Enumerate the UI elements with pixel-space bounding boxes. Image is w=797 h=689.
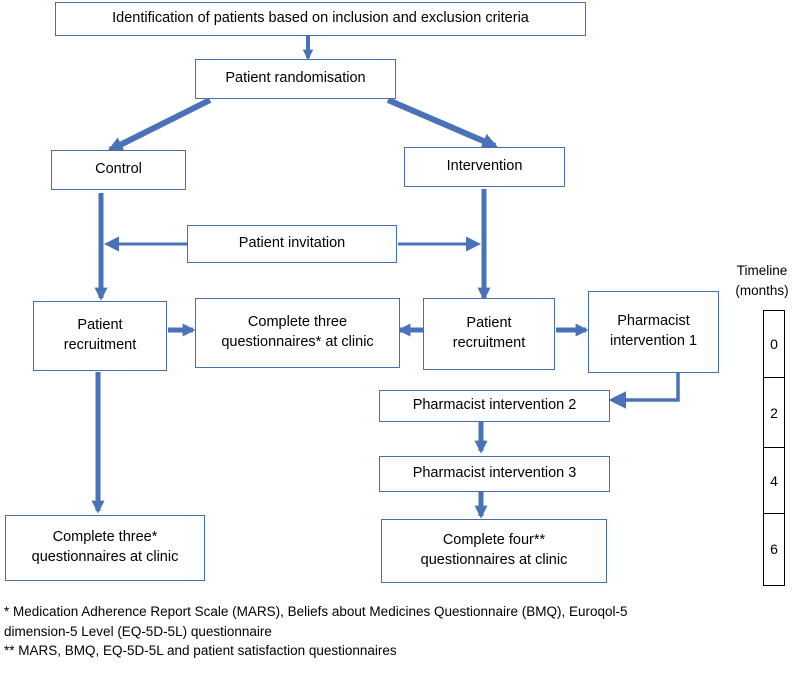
identification-label: Identification of patients based on incl… (112, 10, 529, 27)
recruitment-right-label: Patient recruitment (452, 315, 526, 351)
arrow-randomisation-to-control (107, 97, 212, 153)
intervention-label: Intervention (446, 158, 523, 175)
pharmacist-3-label: Pharmacist intervention 3 (412, 465, 577, 482)
recruitment-right-box: Patient recruitment (423, 298, 555, 370)
pharmacist-2-label: Pharmacist intervention 2 (412, 397, 577, 414)
invitation-label: Patient invitation (238, 235, 346, 252)
recruitment-left-box: Patient recruitment (33, 301, 167, 371)
recruitment-left-label: Patient recruitment (63, 317, 137, 353)
complete-four-box: Complete four** questionnaires at clinic (381, 519, 607, 583)
complete-three-box: Complete three* questionnaires at clinic (5, 515, 205, 581)
complete-four-label: Complete four** questionnaires at clinic (420, 532, 568, 568)
control-label: Control (95, 161, 142, 178)
footnotes: * Medication Adherence Report Scale (MAR… (4, 602, 794, 661)
questionnaires-mid-label: Complete three questionnaires* at clinic (221, 314, 374, 350)
footnote-single-asterisk: * Medication Adherence Report Scale (MAR… (4, 604, 628, 639)
pharmacist-1-label: Pharmacist intervention 1 (609, 313, 698, 349)
pharmacist-3-box: Pharmacist intervention 3 (379, 456, 610, 492)
questionnaires-mid-box: Complete three questionnaires* at clinic (195, 298, 400, 368)
timeline-month-6: 6 (770, 541, 778, 557)
timeline-title: Timeline (months) (735, 263, 789, 298)
randomisation-box: Patient randomisation (195, 59, 396, 99)
control-box: Control (51, 150, 186, 190)
timeline-bar: 0 2 4 6 (763, 310, 785, 586)
arrow-randomisation-to-intervention (386, 97, 498, 149)
footnote-double-asterisk: ** MARS, BMQ, EQ-5D-5L and patient satis… (4, 643, 397, 659)
invitation-box: Patient invitation (187, 225, 397, 263)
pharmacist-1-box: Pharmacist intervention 1 (588, 291, 719, 373)
pharmacist-2-box: Pharmacist intervention 2 (379, 390, 610, 422)
identification-box: Identification of patients based on incl… (55, 2, 586, 36)
timeline-month-0: 0 (764, 311, 784, 378)
timeline-month-2: 2 (764, 378, 784, 448)
arrow-pharmacist-1-to-pharmacist-2 (608, 372, 680, 409)
complete-three-label: Complete three* questionnaires at clinic (31, 529, 179, 565)
randomisation-label: Patient randomisation (225, 70, 366, 87)
timeline-month-4: 4 (764, 448, 784, 514)
intervention-box: Intervention (404, 147, 565, 187)
